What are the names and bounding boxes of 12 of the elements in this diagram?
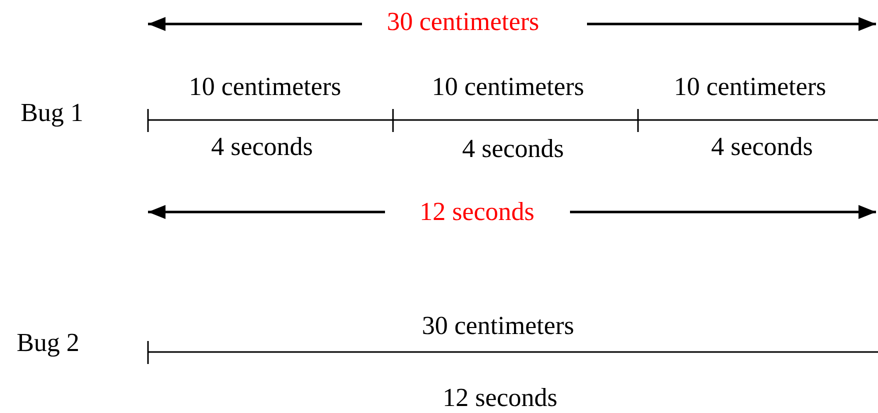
dimension-label: 10 centimeters — [188, 72, 342, 102]
time-label: 4 seconds — [462, 134, 564, 164]
time-label: 4 seconds — [711, 132, 813, 162]
row-label: Bug 1 — [20, 98, 84, 128]
dimension-label: 30 centimeters — [422, 311, 574, 341]
time-label: 12 seconds — [420, 197, 534, 227]
dimension-label: 10 centimeters — [674, 72, 826, 102]
time-label: 4 seconds — [211, 132, 313, 162]
dimension-label: 10 centimeters — [432, 72, 584, 102]
time-label: 12 seconds — [442, 383, 558, 413]
dimension-label: 30 centimeters — [386, 7, 540, 37]
row-label: Bug 2 — [16, 328, 80, 358]
